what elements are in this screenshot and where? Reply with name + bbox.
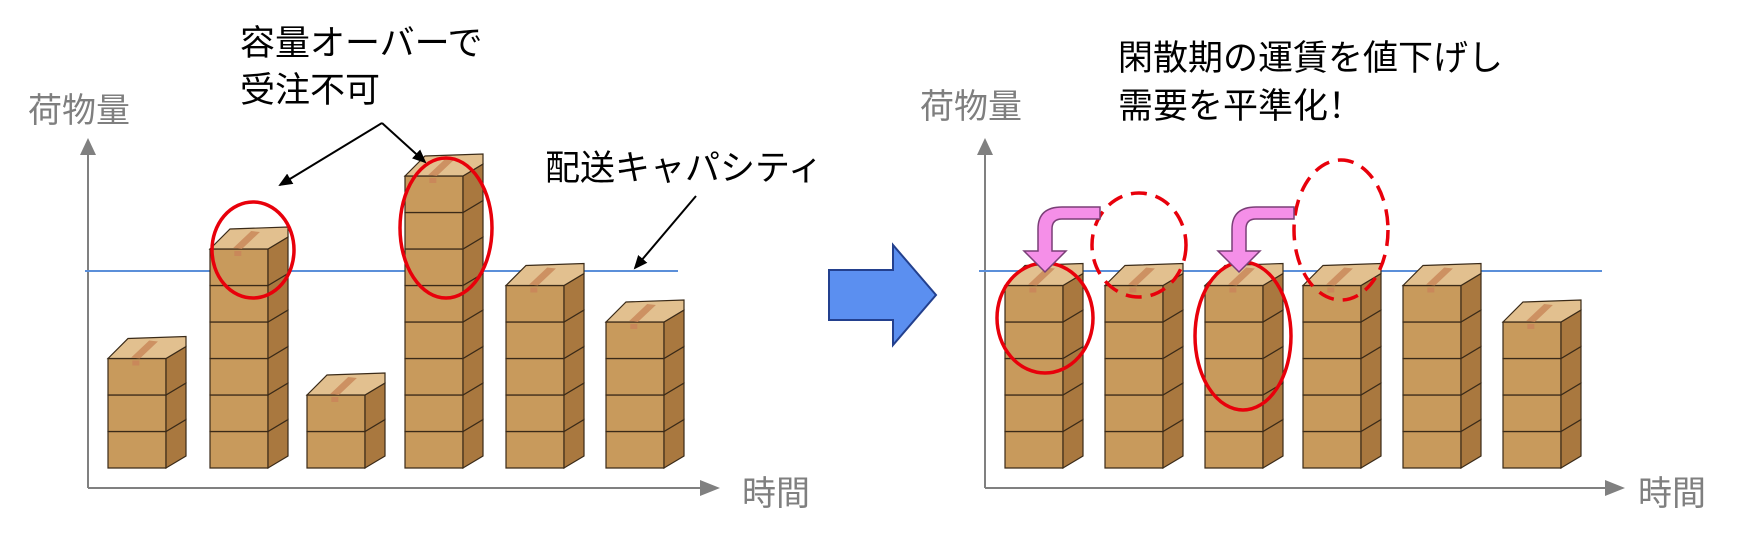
cardboard-box-icon (1402, 381, 1482, 433)
right-x-axis-label: 時間 (1638, 474, 1706, 514)
cardboard-box-icon (1104, 381, 1184, 433)
cardboard-box-icon (305, 372, 386, 433)
overflow-pointer-1 (278, 122, 383, 187)
cardboard-box-icon (107, 418, 187, 470)
overflow-pointer-2 (381, 122, 427, 164)
cardboard-box-icon (1302, 418, 1382, 470)
cardboard-box-icon (403, 153, 484, 214)
overflow-label-line2: 受注不可 (240, 71, 380, 111)
cardboard-box-icon (209, 308, 289, 360)
left-overflow-ellipse-2 (398, 156, 494, 300)
cardboard-box-icon (1004, 418, 1084, 470)
cardboard-box-icon (209, 272, 289, 324)
cardboard-box-icon (505, 308, 585, 360)
cardboard-box-icon (604, 299, 685, 360)
cardboard-box-icon (1401, 262, 1482, 324)
left-y-axis-label: 荷物量 (28, 91, 130, 131)
right-stack-2 (1103, 262, 1184, 470)
cardboard-box-icon (208, 226, 289, 287)
right-y-axis-arrowhead-icon (977, 138, 993, 155)
cardboard-box-icon (1502, 381, 1582, 433)
cardboard-box-icon (1004, 381, 1084, 433)
left-stack-5 (504, 262, 585, 470)
cardboard-box-icon (505, 345, 585, 397)
capacity-label: 配送キャパシティ (545, 149, 823, 189)
curved-arrow-icon-2 (1216, 206, 1295, 274)
left-panel: 荷物量 時間 容量オーバーで 受注不可 配送キャパシティ (28, 24, 823, 514)
cardboard-box-icon (404, 272, 484, 324)
cardboard-box-icon (1501, 299, 1582, 360)
cardboard-box-icon (1204, 418, 1284, 470)
overflow-label-line1: 容量オーバーで (240, 24, 483, 64)
left-overflow-ellipse-1 (210, 200, 296, 300)
cardboard-box-icon (404, 199, 484, 251)
cardboard-box-icon (1502, 345, 1582, 397)
cardboard-box-icon (1104, 308, 1184, 360)
right-title-line2: 需要を平準化！ (1118, 87, 1363, 127)
cardboard-box-icon (1402, 345, 1482, 397)
left-stack-2 (208, 226, 289, 470)
cardboard-box-icon (404, 345, 484, 397)
vacated-ellipse-2 (1292, 158, 1390, 302)
left-stack-3 (305, 372, 386, 470)
cardboard-box-icon (1302, 345, 1382, 397)
cardboard-box-icon (1302, 381, 1382, 433)
left-x-axis-arrowhead-icon (700, 480, 720, 496)
cardboard-box-icon (505, 381, 585, 433)
cardboard-box-icon (404, 381, 484, 433)
cardboard-box-icon (106, 335, 187, 397)
cardboard-box-icon (1103, 262, 1184, 324)
curved-arrow-icon-1 (1022, 206, 1101, 274)
vacated-ellipse-1 (1090, 191, 1188, 299)
left-stack-4 (403, 153, 484, 470)
right-box-stacks (1003, 262, 1582, 470)
right-stack-6 (1501, 299, 1582, 470)
cardboard-box-icon (605, 381, 685, 433)
cardboard-box-icon (605, 418, 685, 470)
cardboard-box-icon (1204, 381, 1284, 433)
right-panel: 荷物量 時間 閑散期の運賃を値下げし 需要を平準化！ (920, 39, 1706, 514)
left-stack-6 (604, 299, 685, 470)
right-arrow-icon (828, 242, 938, 348)
right-stack-5 (1401, 262, 1482, 470)
left-box-stacks (106, 153, 685, 470)
right-x-axis-arrowhead-icon (1605, 480, 1625, 496)
right-title-line1: 閑散期の運賃を値下げし (1118, 39, 1503, 79)
cardboard-box-icon (1301, 262, 1382, 324)
cardboard-box-icon (504, 262, 585, 324)
left-stack-1 (106, 335, 187, 470)
right-stack-4 (1301, 262, 1382, 470)
left-y-axis-arrowhead-icon (80, 138, 96, 155)
capacity-pointer (633, 195, 697, 270)
cardboard-box-icon (209, 381, 289, 433)
cardboard-box-icon (404, 308, 484, 360)
right-stack-1 (1003, 262, 1084, 470)
right-y-axis-label: 荷物量 (920, 87, 1022, 127)
cardboard-box-icon (1402, 418, 1482, 470)
right-stack-3 (1203, 262, 1284, 470)
left-x-axis-label: 時間 (742, 474, 810, 514)
cardboard-box-icon (1004, 308, 1084, 360)
cardboard-box-icon (1302, 308, 1382, 360)
